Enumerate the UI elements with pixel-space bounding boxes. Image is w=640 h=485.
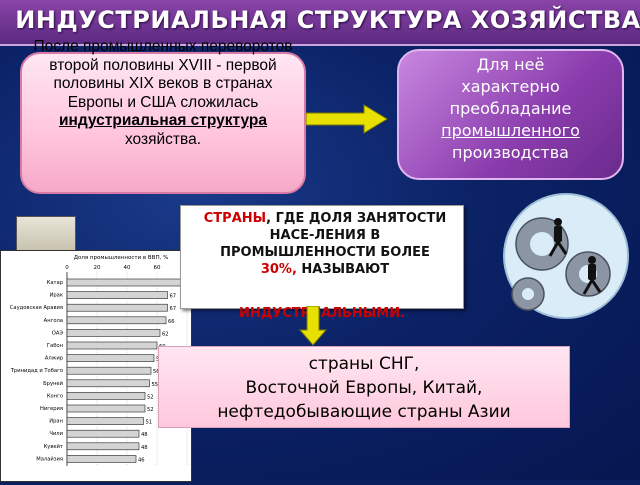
- chart-category-label: Малайзия: [36, 455, 63, 462]
- definition-countries: СТРАНЫ: [203, 211, 267, 226]
- chart-value-label: 56: [153, 369, 160, 375]
- chart-category-label: Ирак: [50, 293, 64, 299]
- definition-called: НАЗЫВАЮТ: [301, 262, 390, 277]
- chart-bar: [66, 404, 146, 413]
- chart-category-label: Бруней: [43, 380, 63, 387]
- definition-text: СТРАНЫ, ГДЕ ДОЛЯ ЗАНЯТОСТИ НАСЕ-ЛЕНИЯ В …: [200, 210, 450, 278]
- right-line-2: характерно: [461, 77, 560, 96]
- chart-category-label: Ангола: [44, 318, 63, 324]
- left-info-box: [20, 52, 306, 194]
- chart-value-label: 67: [170, 306, 177, 312]
- chart-value-label: 48: [141, 445, 148, 451]
- chart-category-label: Кувейт: [44, 443, 63, 450]
- chart-category-label: Катар: [47, 280, 64, 286]
- chart-value-label: 51: [146, 420, 153, 426]
- examples-line-2: Восточной Европы, Китай,: [245, 378, 483, 398]
- definition-box: [180, 205, 464, 309]
- chart-category-label: Чили: [49, 431, 63, 437]
- right-info-box: [397, 49, 624, 180]
- examples-line-1: страны СНГ,: [308, 354, 420, 374]
- chart-category-label: Саудовская Аравия: [10, 305, 63, 311]
- chart-bar: [66, 455, 137, 463]
- chart-value-label: 46: [138, 457, 145, 463]
- chart-category-label: Нигерия: [40, 406, 63, 412]
- chart-bar: [66, 417, 144, 425]
- definition-body: , ГДЕ ДОЛЯ ЗАНЯТОСТИ НАСЕ-ЛЕНИЯ В ПРОМЫШ…: [220, 211, 447, 260]
- chart-value-label: 48: [141, 432, 148, 438]
- right-line-5: производства: [452, 143, 569, 162]
- chart-bar: [66, 278, 183, 287]
- chart-category-label: Иран: [49, 419, 63, 425]
- right-line-1: Для неё: [476, 55, 545, 74]
- chart-bar: [66, 303, 168, 312]
- chart-x-tick-label: 40: [124, 265, 131, 271]
- title-bar: [0, 0, 640, 46]
- chart-x-tick-label: 20: [94, 265, 101, 271]
- gears-illustration-icon: [503, 193, 629, 319]
- chart-value-label: 66: [168, 319, 175, 325]
- examples-line-3: нефтедобывающие страны Азии: [217, 402, 511, 422]
- chart-bar: [66, 291, 168, 299]
- chart-bar: [66, 442, 140, 451]
- chart-bar: [66, 366, 152, 375]
- chart-x-tick-label: 60: [154, 265, 161, 271]
- chart-title: Доля промышленности в ВВП, %: [74, 255, 169, 261]
- chart-value-label: 62: [162, 331, 169, 337]
- right-info-text: Для неё характерно преобладание промышле…: [399, 54, 622, 164]
- chart-category-label: Алжир: [45, 356, 64, 362]
- definition-tail: ИНДУСТРИАЛЬНЫМИ.: [238, 306, 406, 321]
- definition-percent: 30%,: [260, 262, 297, 277]
- chart-category-label: Габон: [47, 343, 63, 349]
- arrow-right-icon: [306, 104, 388, 134]
- chart-value-label: 67: [170, 294, 177, 300]
- chart-x-tick-label: 0: [65, 265, 69, 271]
- chart-bar: [66, 341, 158, 350]
- right-line-underlined: промышленного: [441, 121, 580, 140]
- chart-value-label: 55: [152, 382, 159, 388]
- right-line-3: преобладание: [449, 99, 572, 118]
- examples-text: страны СНГ, Восточной Европы, Китай, неф…: [158, 352, 570, 424]
- arrow-down-icon: [299, 306, 327, 346]
- chart-value-label: 52: [147, 407, 154, 413]
- chart-bar: [66, 429, 140, 438]
- industry-share-chart: Доля промышленности в ВВП, %020406080Кат…: [10, 255, 191, 466]
- left-text-before: После промышленных переворотов второй по…: [33, 38, 293, 111]
- left-info-text: После промышленных переворотов второй по…: [28, 38, 298, 149]
- left-text-after: хозяйства.: [124, 130, 202, 148]
- left-text-bold: индустриальная структура: [58, 112, 268, 129]
- chart-bar: [66, 316, 167, 325]
- chart-category-label: Тринидад и Тобаго: [10, 368, 63, 374]
- examples-box: [158, 346, 570, 428]
- chart-bar: [66, 354, 155, 362]
- slide-title: ИНДУСТРИАЛЬНАЯ СТРУКТУРА ХОЗЯЙСТВА: [15, 6, 640, 34]
- chart-bar: [66, 379, 150, 388]
- chart-bar: [66, 392, 146, 400]
- chart-category-label: ОАЭ: [52, 330, 64, 336]
- chart-category-label: Конго: [47, 393, 63, 399]
- chart-bar: [66, 329, 161, 337]
- chart-value-label: 52: [147, 394, 154, 400]
